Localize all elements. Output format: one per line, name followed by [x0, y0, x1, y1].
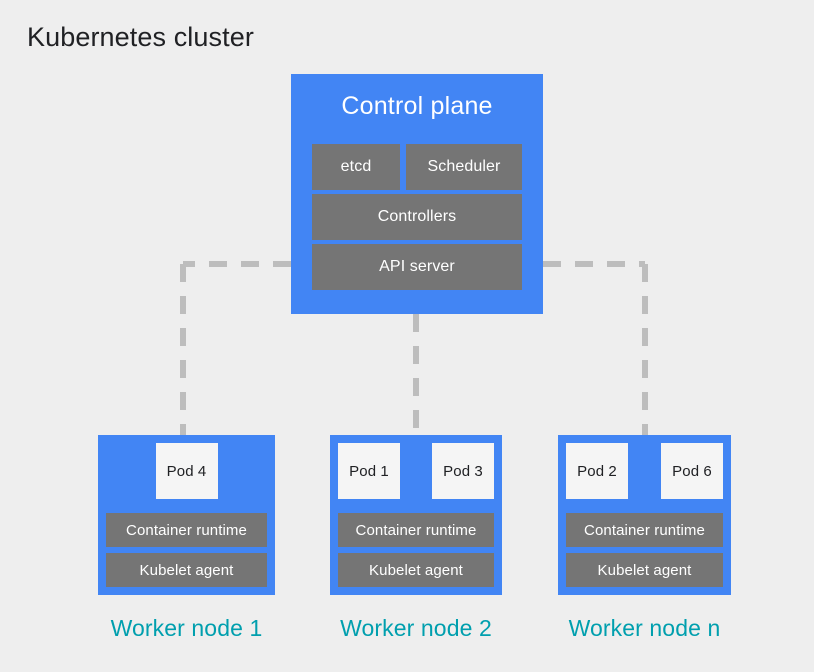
worker-node-1-container-runtime[interactable]: Container runtime	[106, 513, 267, 547]
worker-node-n-label: Worker node n	[568, 615, 721, 641]
pod-box[interactable]: Pod 1	[338, 443, 400, 499]
worker-node-1-stack: Container runtime Kubelet agent	[106, 513, 267, 587]
control-plane-etcd[interactable]: etcd	[312, 144, 400, 190]
worker-node-n-pods: Pod 2 Pod 6	[566, 443, 723, 499]
worker-node-1-label: Worker node 1	[110, 615, 263, 641]
pod-box[interactable]: Pod 3	[432, 443, 494, 499]
worker-node-1-kubelet-agent[interactable]: Kubelet agent	[106, 553, 267, 587]
control-plane-scheduler[interactable]: Scheduler	[406, 144, 522, 190]
pod-box[interactable]: Pod 4	[155, 443, 218, 499]
worker-node-n-container-runtime[interactable]: Container runtime	[566, 513, 723, 547]
control-plane-row-2: Controllers	[312, 194, 522, 240]
pod-box[interactable]: Pod 2	[566, 443, 628, 499]
worker-node-2-stack: Container runtime Kubelet agent	[338, 513, 494, 587]
pod-box[interactable]: Pod 6	[661, 443, 723, 499]
worker-node-2-label: Worker node 2	[340, 615, 492, 641]
control-plane-api-server[interactable]: API server	[312, 244, 522, 290]
worker-node-n-stack: Container runtime Kubelet agent	[566, 513, 723, 587]
worker-node-n-kubelet-agent[interactable]: Kubelet agent	[566, 553, 723, 587]
worker-node-1-box[interactable]: Pod 4 Container runtime Kubelet agent	[98, 435, 275, 595]
worker-node-2-kubelet-agent[interactable]: Kubelet agent	[338, 553, 494, 587]
worker-node-n-box[interactable]: Pod 2 Pod 6 Container runtime Kubelet ag…	[558, 435, 731, 595]
worker-node-2-box[interactable]: Pod 1 Pod 3 Container runtime Kubelet ag…	[330, 435, 502, 595]
control-plane-box[interactable]: Control plane etcd Scheduler Controllers…	[291, 74, 543, 314]
page-title: Kubernetes cluster	[27, 22, 254, 52]
worker-node-2-container-runtime[interactable]: Container runtime	[338, 513, 494, 547]
worker-node-2-pods: Pod 1 Pod 3	[338, 443, 494, 499]
control-plane-row-1: etcd Scheduler	[312, 144, 522, 190]
control-plane-controllers[interactable]: Controllers	[312, 194, 522, 240]
control-plane-title: Control plane	[341, 92, 493, 120]
control-plane-row-3: API server	[312, 244, 522, 290]
worker-node-1-pods: Pod 4	[106, 443, 267, 499]
